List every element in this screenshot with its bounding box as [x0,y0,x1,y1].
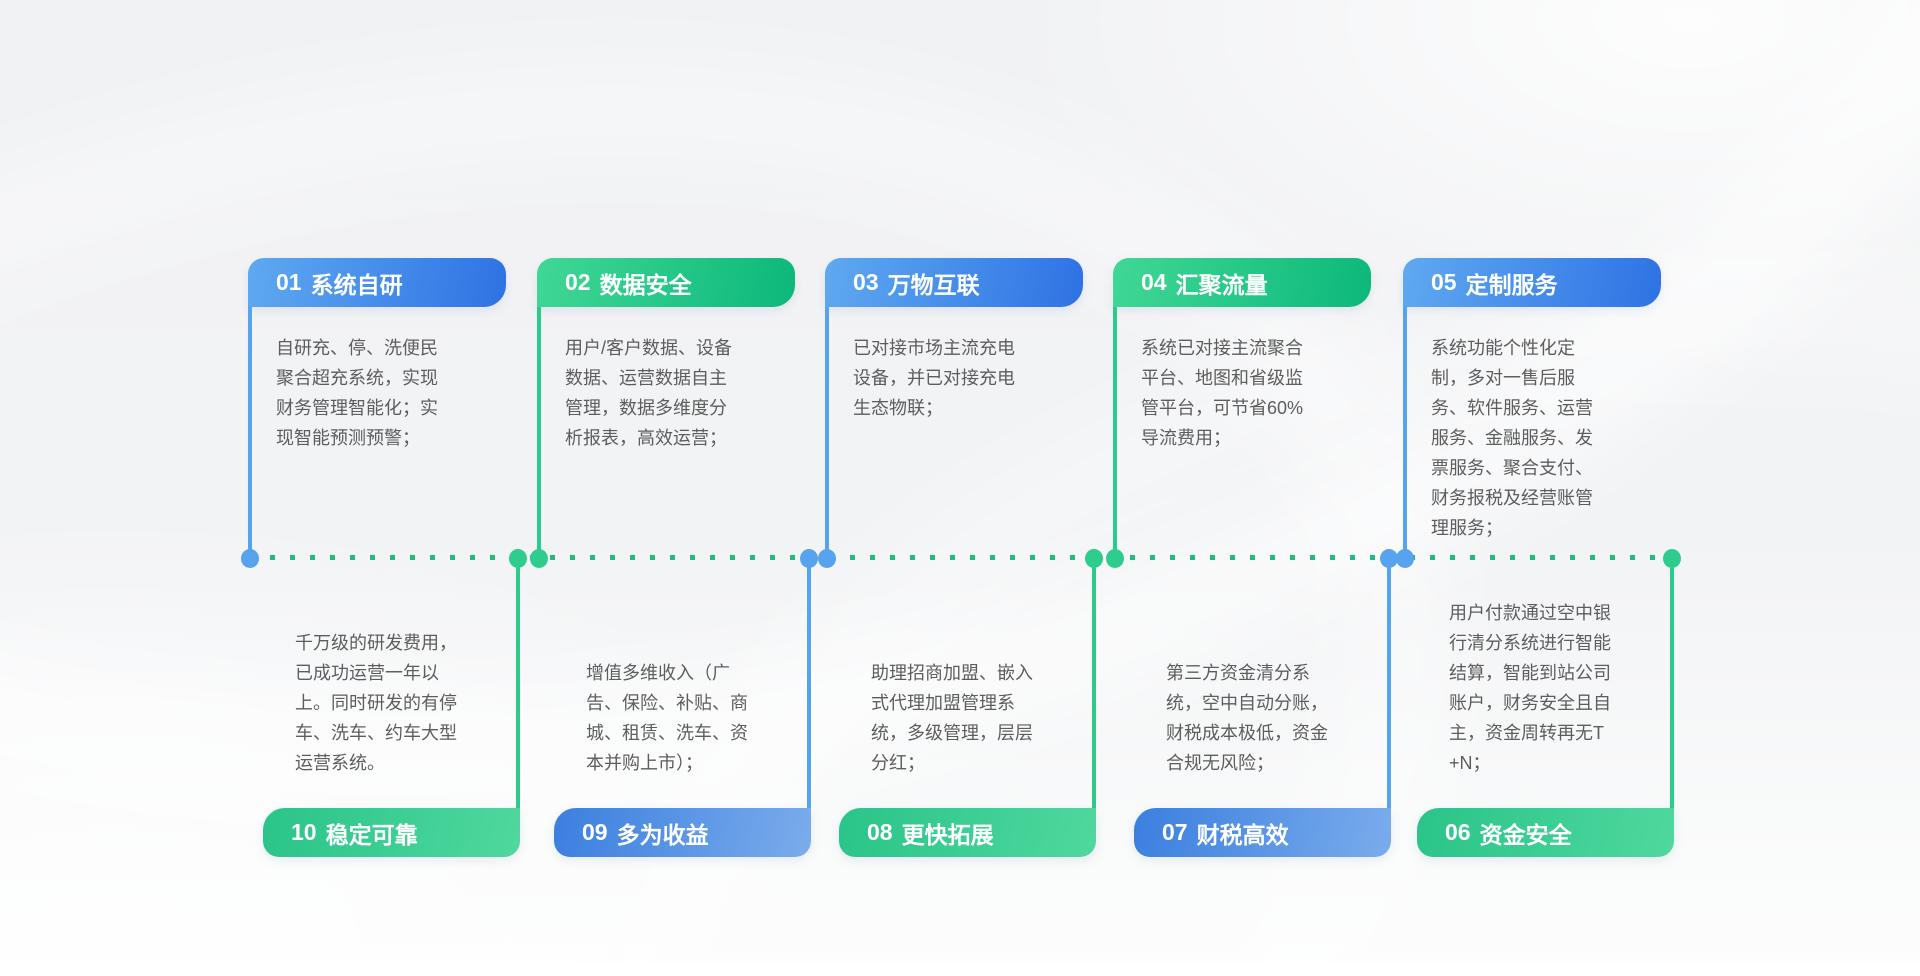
feature-card-header: 01 系统自研 [248,258,506,307]
timeline-dot [1106,549,1124,568]
feature-card-bottom-07: 第三方资金清分系 统，空中自动分账， 财税成本极低，资金 合规无风险； 07 财… [1134,566,1391,857]
feature-number: 07 [1162,819,1188,845]
connector-line-down [807,566,811,808]
connector-line-up [537,307,541,551]
timeline-dot [800,549,818,568]
timeline-dot [241,549,259,568]
feature-card-top-03: 03 万物互联 已对接市场主流充电 设备，并已对接充电 生态物联； [825,258,1083,423]
connector-line-up [825,307,829,551]
connector-line-up [1403,307,1407,551]
feature-card-top-01: 01 系统自研 自研充、停、洗便民 聚合超充系统，实现 财务管理智能化；实 现智… [248,258,506,453]
feature-description: 自研充、停、洗便民 聚合超充系统，实现 财务管理智能化；实 现智能预测预警； [276,338,438,448]
feature-number: 10 [291,819,317,845]
feature-card-header: 02 数据安全 [537,258,795,307]
feature-card-header: 08 更快拓展 [839,808,1096,857]
timeline-dotted-line [250,555,1674,560]
feature-description: 用户/客户数据、设备 数据、运营数据自主 管理，数据多维度分 析报表，高效运营； [565,338,733,448]
connector-line-down [1092,566,1096,808]
feature-number: 01 [276,269,302,295]
feature-number: 08 [867,819,893,845]
feature-description: 千万级的研发费用， 已成功运营一年以 上。同时研发的有停 车、洗车、约车大型 运… [295,633,457,773]
feature-card-bottom-06: 用户付款通过空中银 行清分系统进行智能 结算，智能到站公司 账户，财务安全且自 … [1417,566,1674,857]
feature-card-header: 06 资金安全 [1417,808,1674,857]
feature-title: 多为收益 [616,821,709,848]
timeline-dot [509,549,527,568]
feature-title: 万物互联 [887,271,980,298]
feature-title: 稳定可靠 [325,821,418,848]
feature-card-bottom-08: 助理招商加盟、嵌入 式代理加盟管理系 统，多级管理，层层 分红； 08 更快拓展 [839,566,1096,857]
connector-line-down [516,566,520,808]
feature-number: 06 [1445,819,1471,845]
timeline-dot [530,549,548,568]
feature-card-top-04: 04 汇聚流量 系统已对接主流聚合 平台、地图和省级监 管平台，可节省60% 导… [1113,258,1371,453]
feature-title: 定制服务 [1465,271,1558,298]
feature-title: 更快拓展 [901,821,994,848]
feature-title: 财税高效 [1196,821,1289,848]
feature-description: 第三方资金清分系 统，空中自动分账， 财税成本极低，资金 合规无风险； [1166,663,1328,773]
timeline-dot [1380,549,1398,568]
feature-number: 04 [1141,269,1167,295]
feature-description: 系统已对接主流聚合 平台、地图和省级监 管平台，可节省60% 导流费用； [1141,338,1304,448]
connector-line-up [248,307,252,551]
feature-title: 数据安全 [599,271,692,298]
timeline-dot [818,549,836,568]
connector-line-down [1670,566,1674,808]
feature-number: 02 [565,269,591,295]
feature-description: 助理招商加盟、嵌入 式代理加盟管理系 统，多级管理，层层 分红； [871,663,1033,773]
feature-card-header: 07 财税高效 [1134,808,1391,857]
feature-card-header: 04 汇聚流量 [1113,258,1371,307]
feature-title: 系统自研 [310,271,403,298]
feature-card-bottom-10: 千万级的研发费用， 已成功运营一年以 上。同时研发的有停 车、洗车、约车大型 运… [263,566,520,857]
feature-description: 系统功能个性化定 制，多对一售后服 务、软件服务、运营 服务、金融服务、发 票服… [1431,338,1593,538]
feature-description: 增值多维收入（广 告、保险、补贴、商 城、租赁、洗车、资 本并购上市）； [586,663,748,773]
feature-card-header: 05 定制服务 [1403,258,1661,307]
feature-title: 资金安全 [1479,821,1572,848]
connector-line-down [1387,566,1391,808]
feature-title: 汇聚流量 [1175,271,1268,298]
feature-number: 09 [582,819,608,845]
connector-line-up [1113,307,1117,551]
feature-card-header: 03 万物互联 [825,258,1083,307]
feature-card-top-05: 05 定制服务 系统功能个性化定 制，多对一售后服 务、软件服务、运营 服务、金… [1403,258,1661,543]
feature-card-top-02: 02 数据安全 用户/客户数据、设备 数据、运营数据自主 管理，数据多维度分 析… [537,258,795,453]
timeline-dot [1396,549,1414,568]
feature-description: 用户付款通过空中银 行清分系统进行智能 结算，智能到站公司 账户，财务安全且自 … [1449,603,1611,773]
feature-number: 05 [1431,269,1457,295]
feature-card-bottom-09: 增值多维收入（广 告、保险、补贴、商 城、租赁、洗车、资 本并购上市）； 09 … [554,566,811,857]
timeline-dot [1663,549,1681,568]
feature-card-header: 09 多为收益 [554,808,811,857]
feature-number: 03 [853,269,879,295]
feature-description: 已对接市场主流充电 设备，并已对接充电 生态物联； [853,338,1015,418]
feature-card-header: 10 稳定可靠 [263,808,520,857]
timeline-dot [1085,549,1103,568]
page-bottom-strip [0,962,1920,976]
